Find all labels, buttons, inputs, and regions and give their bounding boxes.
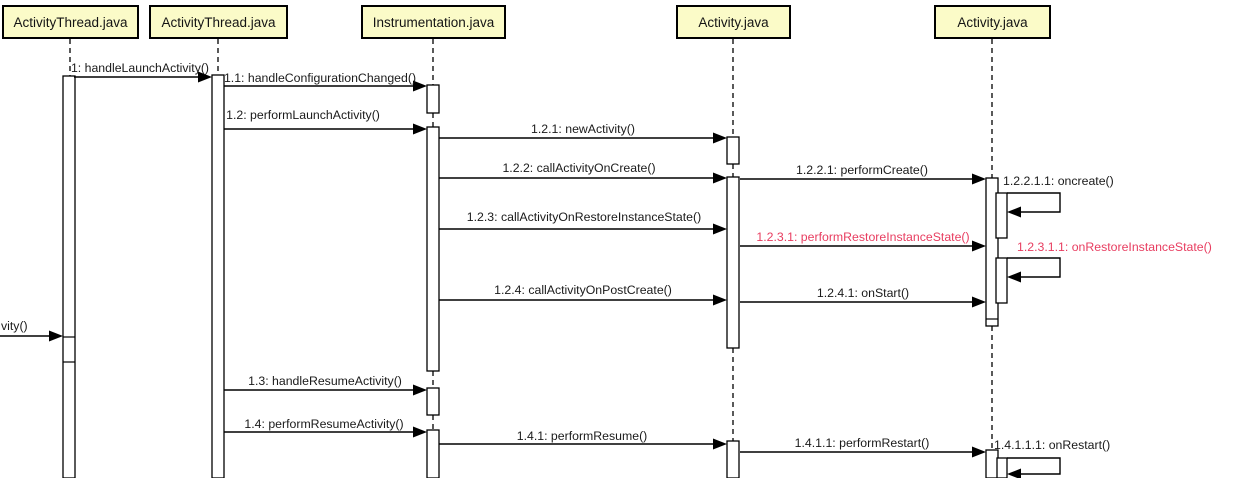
- arrowhead-icon: [713, 294, 727, 306]
- arrowhead-icon: [1007, 271, 1021, 283]
- arrowhead-icon: [972, 173, 986, 185]
- activation-bar-instrumentation[interactable]: [426, 84, 440, 114]
- actor-label: ActivityThread.java: [13, 15, 128, 30]
- message-label: 1.2.2: callActivityOnCreate(): [502, 161, 655, 175]
- arrowhead-icon: [713, 132, 727, 144]
- self-message-1.4.1.1.1[interactable]: 1.4.1.1.1: onRestart(): [994, 438, 1110, 478]
- message-label: 1.2.4.1: onStart(): [817, 286, 909, 300]
- message-label: 1.4.1.1: performRestart(): [795, 436, 930, 450]
- actor-activitythread-2[interactable]: ActivityThread.java: [149, 5, 288, 39]
- message-label: 1.2.3.1: performRestoreInstanceState(): [756, 230, 969, 244]
- arrowhead-icon: [972, 446, 986, 458]
- self-message-line: [1007, 192, 1061, 213]
- self-message-line: [1007, 257, 1061, 278]
- message-label: 1: handleLaunchActivity(): [71, 61, 209, 75]
- activation-bar-activitythread-1[interactable]: [62, 75, 76, 478]
- message-1.1[interactable]: 1.1: handleConfigurationChanged(): [224, 71, 427, 92]
- message-1.4.1[interactable]: 1.4.1: performResume(): [439, 429, 727, 450]
- actor-box: [149, 5, 288, 39]
- actor-activitythread-1[interactable]: ActivityThread.java: [2, 5, 139, 39]
- message-label: 1.2.1: newActivity(): [531, 122, 635, 136]
- arrowhead-icon: [972, 240, 986, 252]
- activation-bar-instrumentation[interactable]: [426, 429, 440, 478]
- message-1.4[interactable]: 1.4: performResumeActivity(): [224, 417, 427, 438]
- nested-activation-bar-activity-2[interactable]: [995, 192, 1008, 239]
- message-1.2.3[interactable]: 1.2.3: callActivityOnRestoreInstanceStat…: [439, 210, 727, 235]
- activation-bar-activity-1[interactable]: [726, 440, 740, 478]
- message-1.2[interactable]: 1.2: performLaunchActivity(): [224, 108, 427, 135]
- actor-box: [2, 5, 139, 39]
- arrowhead-icon: [1007, 468, 1021, 478]
- message-label: 1.2.4: callActivityOnPostCreate(): [494, 283, 672, 297]
- activation-bar-activity-1[interactable]: [726, 136, 740, 165]
- message-label: 1.2.2.1: performCreate(): [796, 163, 928, 177]
- activation-bar-instrumentation[interactable]: [426, 387, 440, 416]
- actor-activity-1[interactable]: Activity.java: [676, 5, 791, 39]
- message-label: 1.2.3: callActivityOnRestoreInstanceStat…: [467, 210, 701, 224]
- arrowhead-icon: [198, 71, 212, 83]
- self-message-label: 1.2.2.1.1: oncreate(): [1003, 174, 1114, 188]
- actor-label: Activity.java: [957, 15, 1028, 30]
- message-1.2.1[interactable]: 1.2.1: newActivity(): [439, 122, 727, 144]
- arrowhead-icon: [49, 330, 63, 342]
- actor-label: ActivityThread.java: [161, 15, 276, 30]
- arrowhead-icon: [413, 384, 427, 396]
- self-message-label: 1.2.3.1.1: onRestoreInstanceState(): [1017, 240, 1212, 254]
- nested-activation-bar-activity-2[interactable]: [996, 457, 1008, 478]
- message-1.2.4.1[interactable]: 1.2.4.1: onStart(): [740, 286, 986, 308]
- self-message-line: [1007, 457, 1061, 475]
- arrowhead-icon: [413, 80, 427, 92]
- message-label: vity(): [1, 319, 28, 333]
- message-1.2.3.1[interactable]: 1.2.3.1: performRestoreInstanceState(): [740, 230, 986, 252]
- self-message-1.2.2.1.1[interactable]: 1.2.2.1.1: oncreate(): [1003, 174, 1114, 218]
- arrowhead-icon: [713, 172, 727, 184]
- arrowhead-icon: [1007, 206, 1021, 218]
- message-label: 1.1: handleConfigurationChanged(): [224, 71, 416, 85]
- actor-label: Activity.java: [698, 15, 769, 30]
- message-label: 1.2: performLaunchActivity(): [226, 108, 380, 122]
- message-label: 1.4.1: performResume(): [517, 429, 648, 443]
- actor-label: Instrumentation.java: [373, 15, 495, 30]
- message-label: 1.4: performResumeActivity(): [244, 417, 403, 431]
- actor-instrumentation[interactable]: Instrumentation.java: [361, 5, 506, 39]
- message-1.2.4[interactable]: 1.2.4: callActivityOnPostCreate(): [439, 283, 727, 306]
- arrowhead-icon: [972, 296, 986, 308]
- message-label: 1.3: handleResumeActivity(): [248, 374, 402, 388]
- arrowhead-icon: [713, 223, 727, 235]
- self-message-1.2.3.1.1[interactable]: 1.2.3.1.1: onRestoreInstanceState(): [1007, 240, 1212, 283]
- activation-bar-activity-1[interactable]: [726, 176, 740, 349]
- arrowhead-icon: [413, 123, 427, 135]
- arrowhead-icon: [413, 426, 427, 438]
- nested-activation-bar-activity-2[interactable]: [995, 257, 1008, 304]
- activation-bar-activity-2[interactable]: [985, 177, 999, 327]
- arrowhead-icon: [713, 438, 727, 450]
- message-1[interactable]: 1: handleLaunchActivity(): [71, 61, 212, 83]
- activation-bar-activitythread-2[interactable]: [211, 74, 225, 478]
- activation-bar-instrumentation[interactable]: [426, 126, 440, 372]
- message-1.2.2.1[interactable]: 1.2.2.1: performCreate(): [740, 163, 986, 185]
- self-message-label: 1.4.1.1.1: onRestart(): [994, 438, 1110, 452]
- message-1.2.2[interactable]: 1.2.2: callActivityOnCreate(): [439, 161, 727, 184]
- message-external-clipped[interactable]: vity(): [0, 319, 63, 342]
- message-1.4.1.1[interactable]: 1.4.1.1: performRestart(): [740, 436, 986, 458]
- actor-box: [934, 5, 1051, 39]
- activation-bar-activity-2[interactable]: [985, 449, 999, 478]
- actor-box: [361, 5, 506, 39]
- message-1.3[interactable]: 1.3: handleResumeActivity(): [224, 374, 427, 396]
- actor-box: [676, 5, 791, 39]
- actor-activity-2[interactable]: Activity.java: [934, 5, 1051, 39]
